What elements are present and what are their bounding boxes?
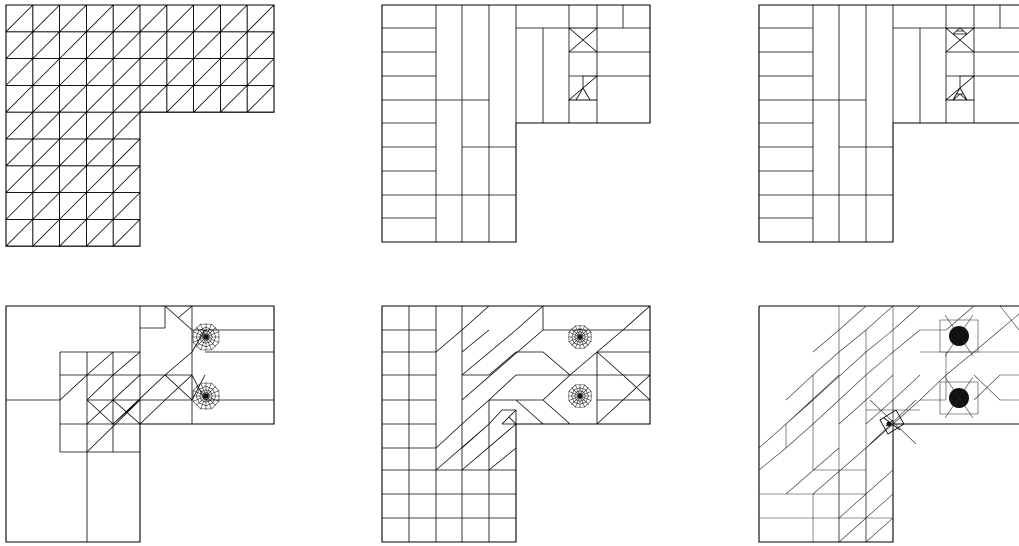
mesh-diagonal: [113, 5, 140, 32]
mesh-diagonal: [140, 85, 167, 112]
mesh-diagonal: [86, 219, 113, 246]
mesh-diagonal: [33, 32, 60, 59]
mesh-diagonal: [140, 5, 167, 32]
mesh-diagonal: [167, 5, 194, 32]
mesh-diagonal: [140, 32, 167, 59]
mesh-diagonal: [194, 85, 221, 112]
mesh-diagonal: [113, 139, 140, 166]
mesh-panel-2: [382, 5, 650, 242]
mesh-diagonal: [167, 85, 194, 112]
mesh-diagonal: [86, 112, 113, 139]
mesh-diagonal: [86, 139, 113, 166]
mesh-diagonal: [33, 166, 60, 193]
mesh-diagonal: [86, 5, 113, 32]
mesh-diagonal: [167, 59, 194, 86]
mesh-diagonal: [247, 85, 274, 112]
mesh-diagonal: [194, 32, 221, 59]
mesh-diagonal: [60, 112, 87, 139]
mesh-diagonal: [33, 219, 60, 246]
refinement-cluster: [568, 325, 592, 349]
mesh-diagonal: [113, 193, 140, 220]
mesh-diagonal: [247, 59, 274, 86]
mesh-diagonal: [60, 85, 87, 112]
mesh-diagonal: [33, 85, 60, 112]
mesh-diagonal: [60, 193, 87, 220]
mesh-diagonal: [86, 85, 113, 112]
mesh-diagonal: [167, 32, 194, 59]
mesh-diagonal: [113, 85, 140, 112]
refinement-clusters: [192, 323, 592, 410]
mesh-panel-5: [382, 306, 650, 542]
mesh-diagonal: [113, 112, 140, 139]
mesh-diagonal: [6, 85, 33, 112]
mesh-diagonal: [220, 59, 247, 86]
mesh-diagonal: [33, 59, 60, 86]
mesh-diagonal: [194, 5, 221, 32]
mesh-diagonal: [86, 59, 113, 86]
mesh-diagonal: [33, 139, 60, 166]
mesh-diagonal: [194, 59, 221, 86]
mesh-panel-3: [759, 5, 1019, 242]
mesh-diagonal: [6, 112, 33, 139]
mesh-diagonal: [220, 85, 247, 112]
mesh-diagonal: [220, 5, 247, 32]
mesh-diagonal: [60, 139, 87, 166]
mesh-diagonal: [247, 5, 274, 32]
mesh-panel-1: [6, 5, 274, 246]
mesh-panel-6: [759, 306, 1019, 542]
mesh-diagonal: [6, 5, 33, 32]
mesh-diagonal: [33, 112, 60, 139]
mesh-diagonal: [60, 5, 87, 32]
mesh-diagonal: [60, 59, 87, 86]
mesh-diagonal: [33, 5, 60, 32]
mesh-diagonal: [113, 59, 140, 86]
mesh-diagonal: [113, 219, 140, 246]
mesh-diagonal: [220, 32, 247, 59]
mesh-diagonal: [60, 32, 87, 59]
refinement-cluster: [192, 382, 220, 410]
mesh-diagonal: [113, 32, 140, 59]
mesh-diagonal: [140, 59, 167, 86]
mesh-diagonal: [113, 166, 140, 193]
mesh-diagonal: [6, 193, 33, 220]
mesh-diagonal: [60, 219, 87, 246]
mesh-diagonal: [86, 32, 113, 59]
mesh-diagonal: [6, 219, 33, 246]
mesh-diagonal: [33, 193, 60, 220]
mesh-diagonal: [6, 59, 33, 86]
refinement-cluster: [568, 384, 592, 408]
mesh-diagonal: [6, 32, 33, 59]
mesh-diagonal: [86, 193, 113, 220]
mesh-panel-4: [6, 306, 274, 542]
mesh-diagonal: [247, 32, 274, 59]
refinement-cluster: [192, 323, 220, 351]
mesh-diagonal: [60, 166, 87, 193]
mesh-diagonal: [86, 166, 113, 193]
mesh-diagonal: [6, 139, 33, 166]
mesh-diagonal: [6, 166, 33, 193]
